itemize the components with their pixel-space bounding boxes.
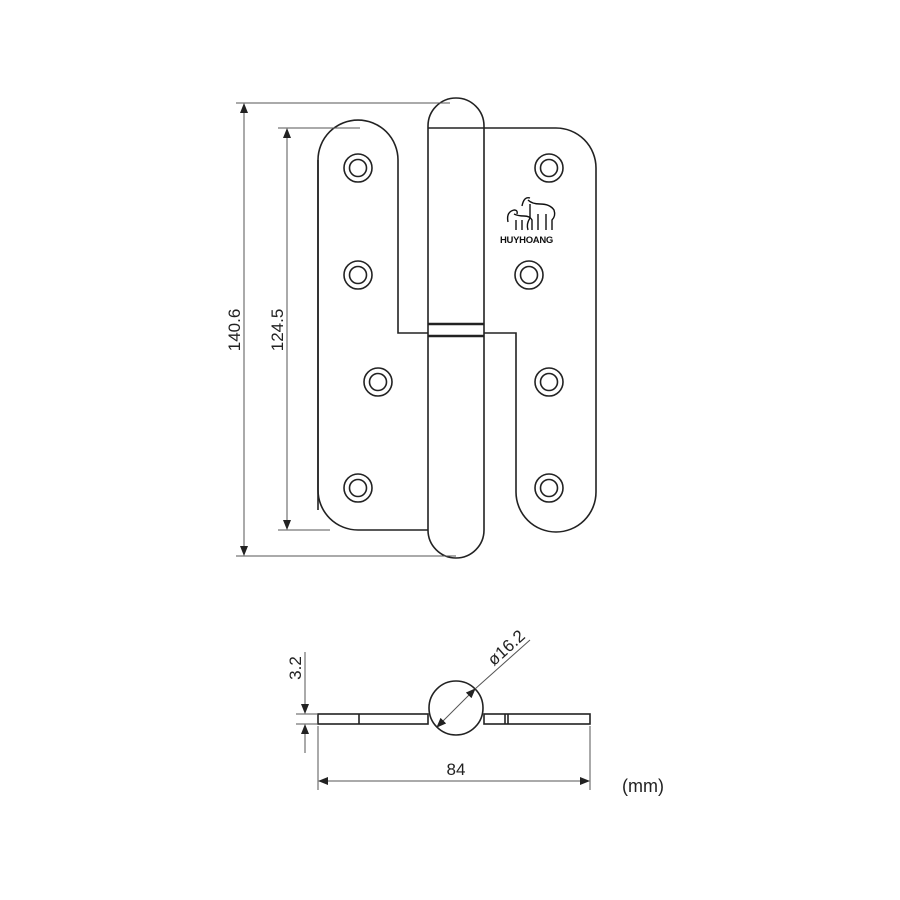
front-view bbox=[317, 97, 597, 559]
dimension-open-width bbox=[317, 726, 591, 790]
leaf-height-label: 124.5 bbox=[268, 309, 287, 352]
hole-right-3 bbox=[534, 367, 564, 397]
elephant-logo-icon bbox=[506, 196, 556, 231]
hole-right-2 bbox=[514, 260, 544, 290]
hole-left-4 bbox=[343, 473, 373, 503]
dimension-knuckle-diameter bbox=[436, 639, 531, 728]
hole-left-1 bbox=[343, 153, 373, 183]
hole-left-2 bbox=[343, 260, 373, 290]
units-label: (mm) bbox=[622, 776, 664, 796]
knuckle bbox=[427, 97, 485, 530]
dimension-thickness bbox=[296, 652, 318, 753]
open-width-label: 84 bbox=[447, 760, 466, 779]
brand-logo-text: HUYHOANG bbox=[500, 235, 553, 246]
screw-holes bbox=[343, 153, 564, 503]
left-leaf bbox=[317, 119, 428, 510]
thickness-label: 3.2 bbox=[286, 656, 305, 680]
hole-right-4 bbox=[534, 473, 564, 503]
right-leaf bbox=[484, 127, 597, 533]
hole-right-1 bbox=[534, 153, 564, 183]
hole-left-3 bbox=[363, 367, 393, 397]
dimension-leaf-height bbox=[278, 127, 360, 531]
dimension-overall-height bbox=[236, 102, 456, 557]
knuckle-diameter-label: ø16.2 bbox=[484, 626, 529, 669]
overall-height-label: 140.6 bbox=[225, 309, 244, 352]
section-view bbox=[317, 680, 591, 736]
